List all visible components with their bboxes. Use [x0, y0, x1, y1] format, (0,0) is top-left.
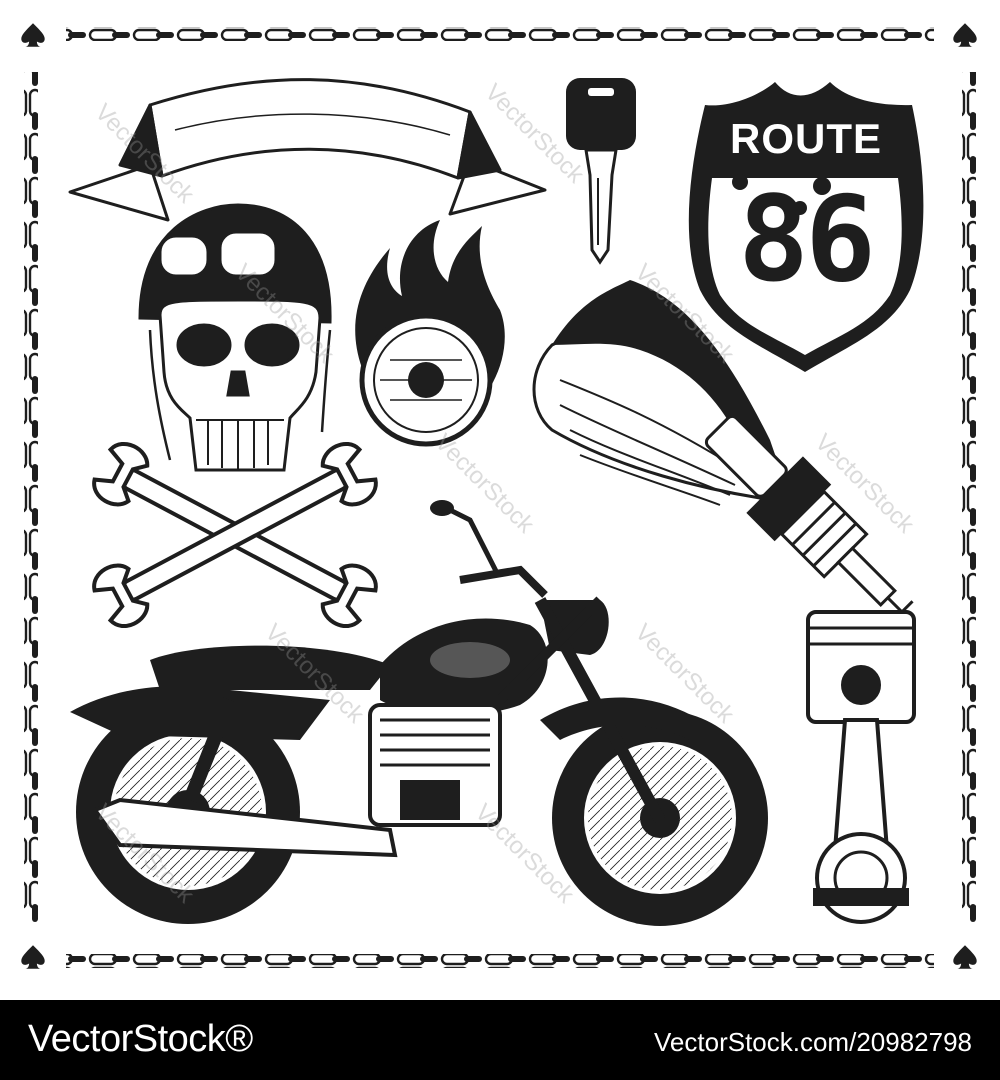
skull-with-helmet-icon: [138, 203, 332, 472]
route-86-sign-icon: [688, 82, 924, 372]
route-sign-label: ROUTE: [730, 115, 882, 162]
ribbon-banner-icon: [68, 78, 547, 222]
crossed-wrenches-icon: [92, 442, 378, 628]
route-sign-number: 86: [737, 170, 876, 308]
motorcycle-icon: [70, 500, 768, 926]
flaming-headlight-icon: [355, 220, 505, 447]
illustration: ROUTE 86 VectorStock VectorStock VectorS…: [21, 23, 977, 969]
image-id: VectorStock.com/20982798: [654, 1027, 972, 1057]
motorcycle-key-icon: [566, 78, 636, 265]
piston-icon: [806, 610, 916, 924]
chain-border: [24, 27, 976, 968]
brand-logo: VectorStock®: [28, 1018, 253, 1060]
illustration-svg: [21, 23, 977, 969]
winged-spark-plug-icon: [532, 280, 914, 615]
footer-bar: VectorStock® VectorStock.com/20982798: [0, 1000, 1000, 1080]
